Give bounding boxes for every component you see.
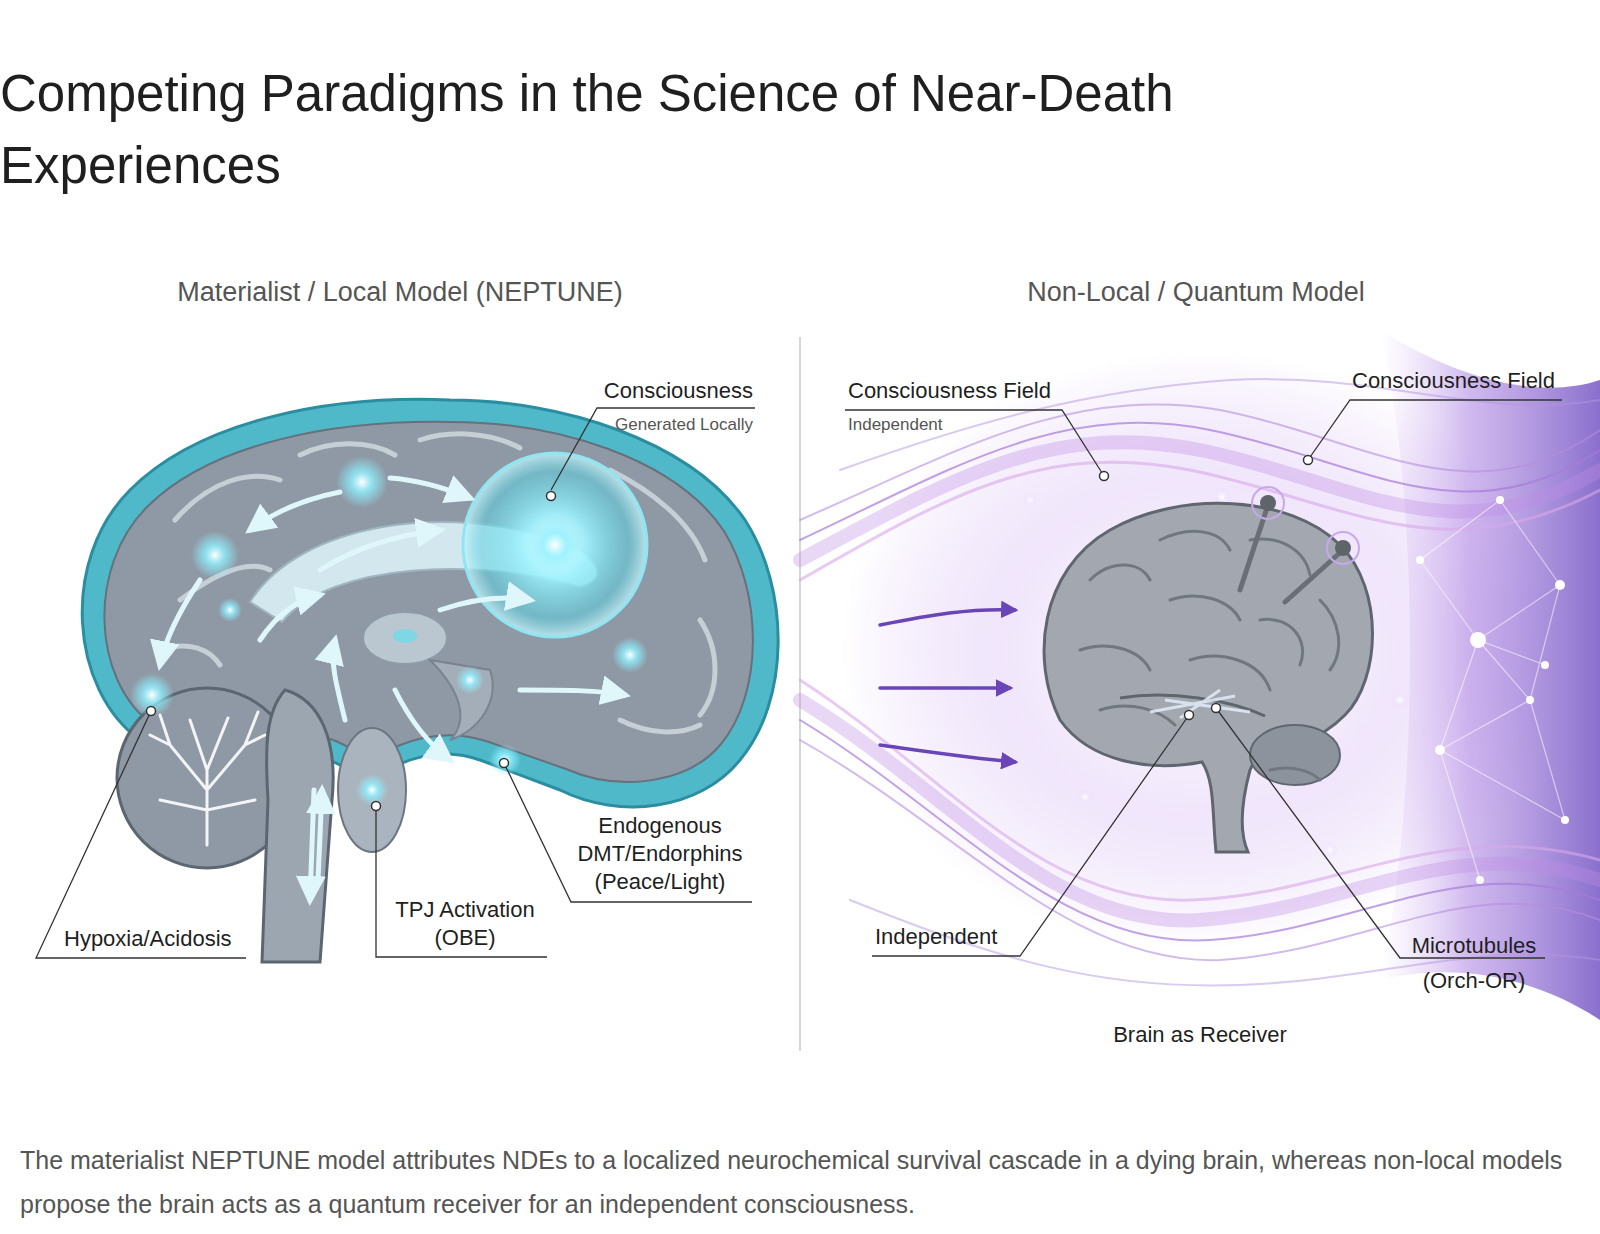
- receiver-brain: [1335, 540, 1351, 556]
- network-nodes: [1555, 580, 1565, 590]
- neural-glow: [130, 673, 174, 717]
- receiver-brain: [1080, 531, 1339, 780]
- flow-arrow: [333, 640, 345, 720]
- panel-heading: Non-Local / Quantum Model: [946, 276, 1446, 308]
- consciousness-field: [1023, 493, 1037, 507]
- callout-sublabel: Generated Locally: [553, 415, 753, 435]
- callout-label: Microtubules (Orch-OR): [1384, 928, 1564, 998]
- neural-glow: [525, 515, 585, 575]
- incoming-arrow: [880, 610, 1015, 762]
- flow-arrow: [250, 492, 340, 530]
- consciousness-field: [1023, 487, 1409, 858]
- neural-glow: [336, 456, 388, 508]
- flow-arrow: [320, 530, 440, 570]
- sagittal-brain: [160, 434, 715, 732]
- leader-dot: [372, 802, 381, 811]
- diagram-title: Competing Paradigms in the Science of Ne…: [0, 58, 1370, 202]
- sagittal-brain: [430, 660, 493, 740]
- receiver-brain: [1250, 725, 1340, 785]
- neural-glow: [191, 531, 239, 579]
- leader-dot: [147, 456, 1313, 811]
- flow-arrow: [395, 690, 450, 760]
- network-nodes: [1416, 496, 1569, 884]
- flow-arrow: [318, 790, 322, 880]
- callout-label: Consciousness: [553, 378, 753, 404]
- consciousness-field: [1380, 330, 1600, 1020]
- neural-glow: [218, 598, 242, 622]
- receiver-brain: [1150, 690, 1250, 718]
- network-nodes: [1476, 876, 1484, 884]
- callout-label: Brain as Receiver: [1050, 1021, 1350, 1049]
- callout-label: Consciousness Field: [848, 378, 1108, 404]
- callout-sublabel: Independent: [848, 415, 1068, 435]
- consciousness-field: [1391, 691, 1409, 709]
- callout-label: Endogenous DMT/Endorphins (Peace/Light): [570, 812, 750, 896]
- leader-line: [872, 715, 1189, 956]
- consciousness-field: [800, 330, 1600, 1020]
- leader-dot: [1304, 456, 1313, 465]
- brainstem: [338, 728, 406, 852]
- leader-dot: [500, 759, 509, 768]
- flow-arrow: [160, 478, 625, 900]
- incoming-arrow: [880, 745, 1015, 762]
- neural-glow: [456, 666, 484, 694]
- leader-line: [845, 410, 1104, 476]
- brainstem: [262, 690, 406, 962]
- network-nodes: [1561, 816, 1569, 824]
- sagittal-brain: [393, 629, 417, 643]
- flow-arrow: [260, 595, 320, 640]
- receiver-brain: [1260, 495, 1276, 511]
- leader-dot: [147, 707, 156, 716]
- flow-arrow: [310, 790, 314, 900]
- leader-line: [36, 711, 246, 958]
- network-nodes: [1526, 696, 1534, 704]
- network-nodes: [1541, 661, 1549, 669]
- consciousness-field: [1077, 789, 1093, 805]
- flow-arrow: [520, 690, 625, 695]
- leader-line: [504, 763, 752, 902]
- network-nodes: [1420, 500, 1565, 880]
- sagittal-brain: [363, 612, 447, 664]
- neural-glow: [463, 453, 647, 637]
- consciousness-field: [800, 379, 1600, 985]
- leader-dot: [1212, 704, 1221, 713]
- cerebellum: [150, 712, 265, 845]
- incoming-arrow: [880, 610, 1015, 625]
- brainstem: [262, 690, 333, 962]
- callout-label: TPJ Activation (OBE): [380, 896, 550, 952]
- leader-dot: [1185, 711, 1194, 720]
- network-nodes: [1435, 745, 1445, 755]
- receiver-brain: [1252, 487, 1284, 519]
- leader-line: [1216, 708, 1545, 958]
- network-nodes: [1416, 556, 1424, 564]
- leader-line: [1308, 400, 1562, 460]
- flow-arrow: [390, 478, 470, 498]
- leader-dot: [1100, 472, 1109, 481]
- network-nodes: [1470, 632, 1486, 648]
- neural-glow: [130, 453, 648, 776]
- flow-arrow: [440, 598, 530, 610]
- callout-label: Consciousness Field: [1352, 368, 1582, 394]
- leader-line: [36, 400, 1562, 958]
- network-nodes: [1496, 496, 1504, 504]
- flow-arrow: [160, 580, 200, 665]
- callout-label: Hypoxia/Acidosis: [64, 926, 284, 952]
- receiver-brain: [1044, 503, 1372, 852]
- network-nodes: [1416, 496, 1569, 884]
- brainstem: [356, 774, 388, 806]
- callout-label: Independent: [875, 924, 1075, 950]
- neural-glow: [612, 637, 648, 673]
- diagram-caption: The materialist NEPTUNE model attributes…: [20, 1138, 1590, 1226]
- leader-dot: [547, 492, 556, 501]
- neural-glow: [489, 744, 521, 776]
- leader-line: [551, 408, 755, 490]
- receiver-brain: [1044, 487, 1372, 852]
- panel-heading: Materialist / Local Model (NEPTUNE): [150, 276, 650, 308]
- incoming-arrow: [880, 686, 1010, 690]
- receiver-brain: [1327, 532, 1359, 564]
